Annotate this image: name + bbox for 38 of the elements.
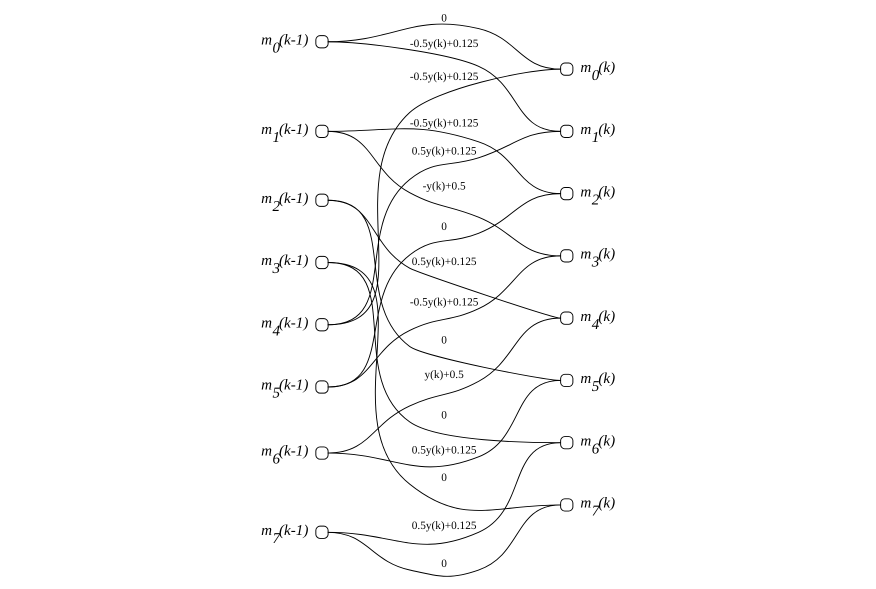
- connector: [327, 130, 562, 326]
- node-circle: [315, 446, 329, 460]
- connector: [327, 262, 562, 511]
- connector: [327, 504, 562, 577]
- node-circle: [315, 35, 329, 48]
- node-circle: [560, 187, 574, 200]
- edge-label: 0: [441, 472, 447, 484]
- edge-label: -0.5y(k)+0.125: [410, 71, 478, 84]
- node-circle: [315, 526, 329, 539]
- node-circle: [560, 436, 574, 450]
- edge-label: 0: [441, 221, 447, 234]
- node-circle: [315, 124, 329, 138]
- edge-label: 0: [441, 12, 447, 25]
- connector: [327, 380, 562, 468]
- node-circle: [560, 498, 574, 512]
- node-circle: [560, 249, 574, 262]
- edge-label: 0: [441, 334, 447, 346]
- edge-label: 0.5y(k)+0.125: [412, 444, 476, 457]
- node-circle: [560, 62, 574, 76]
- edge-label: -0.5y(k)+0.125: [410, 38, 478, 50]
- node-circle: [315, 256, 329, 270]
- node-circle: [560, 374, 574, 388]
- node-circle: [315, 380, 329, 394]
- node-circle: [315, 318, 329, 332]
- edge-label: 0.5y(k)+0.125: [412, 256, 476, 268]
- edge-label: 0.5y(k)+0.125: [412, 520, 476, 532]
- node-circle: [560, 312, 574, 325]
- edge-label: -y(k)+0.5: [422, 180, 466, 192]
- node-circle: [560, 124, 574, 138]
- edge-label: y(k)+0.5: [424, 369, 464, 382]
- edge-label: 0.5y(k)+0.125: [412, 146, 476, 158]
- connector: [327, 255, 562, 388]
- connector: [327, 68, 562, 326]
- node-circle: [315, 194, 329, 207]
- edge-label: -0.5y(k)+0.125: [410, 117, 478, 130]
- edge-label: -0.5y(k)+0.125: [410, 296, 478, 309]
- edge-label: 0: [441, 410, 447, 422]
- edge-label: 0: [441, 558, 447, 570]
